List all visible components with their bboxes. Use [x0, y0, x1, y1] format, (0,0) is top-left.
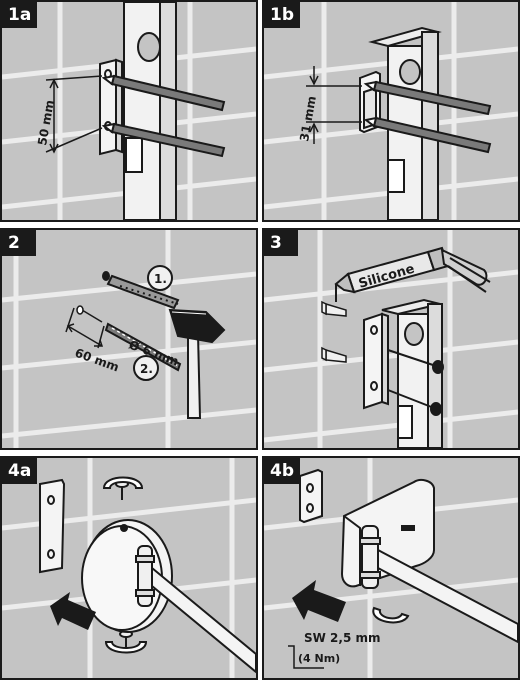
panel-1b: 1b 31 mm — [262, 0, 520, 222]
drill-bit-icon — [104, 322, 182, 372]
arrow-icon — [50, 592, 96, 630]
tile-grout — [264, 230, 518, 448]
dimension-line — [45, 75, 103, 154]
illustration-1a: 50 mm — [2, 2, 256, 220]
step-label: 4a — [2, 458, 38, 484]
wall-bracket — [299, 468, 323, 524]
dimension-line — [65, 307, 105, 349]
towel-bar — [151, 565, 256, 674]
step-label: 4b — [264, 458, 300, 484]
dimension-label: 60 mm — [73, 346, 121, 375]
step-marker-2: 2. — [133, 355, 159, 381]
illustration-4b: SW 2,5 mm (4 Nm) — [264, 458, 518, 678]
step-label: 1a — [2, 2, 38, 28]
dowel-icon — [321, 300, 347, 363]
step-label: 3 — [264, 230, 298, 256]
rotate-arrow-icon — [372, 606, 410, 624]
panel-4b: 4b SW 2,5 mm (4 Nm — [262, 456, 520, 680]
illustration-1b: 31 mm — [264, 2, 518, 220]
step-number: 2. — [140, 362, 153, 376]
dowel-icon — [102, 271, 180, 310]
panel-4a: 4a — [0, 456, 258, 680]
drill-hole-marker — [76, 305, 103, 323]
wall-profile — [381, 298, 443, 448]
rotate-arrow-icon — [102, 476, 148, 654]
pencil-marker — [101, 74, 226, 158]
step-label: 2 — [2, 230, 36, 256]
panel-1a: 1a 50 mm — [0, 0, 258, 222]
illustration-3: Silicone — [264, 230, 518, 448]
wall-bracket — [39, 478, 66, 574]
torque-label: (4 Nm) — [298, 652, 340, 665]
arrow-icon — [292, 580, 346, 622]
tool-size-label: SW 2,5 mm — [304, 631, 381, 645]
step-marker-1: 1. — [147, 265, 173, 291]
hex-key-icon — [288, 645, 324, 669]
wall-bracket — [99, 58, 123, 156]
dimension-line — [306, 66, 362, 144]
hammer-icon — [168, 308, 226, 419]
towel-bar — [377, 548, 518, 644]
wall-bracket — [363, 312, 389, 410]
wall-profile — [123, 2, 177, 220]
screw-icon — [387, 349, 444, 416]
illustration-2: 1. Ø 6 mm 2. 60 mm — [2, 230, 256, 448]
step-number: 1. — [154, 272, 167, 286]
panel-2: 2 1. Ø 6 mm 2. — [0, 228, 258, 450]
pencil-marker — [363, 80, 492, 154]
panel-3: 3 Silicone — [262, 228, 520, 450]
silicone-tube — [334, 246, 491, 302]
hinge-pin — [359, 525, 381, 589]
illustration-4a — [2, 458, 256, 678]
step-label: 1b — [264, 2, 300, 28]
